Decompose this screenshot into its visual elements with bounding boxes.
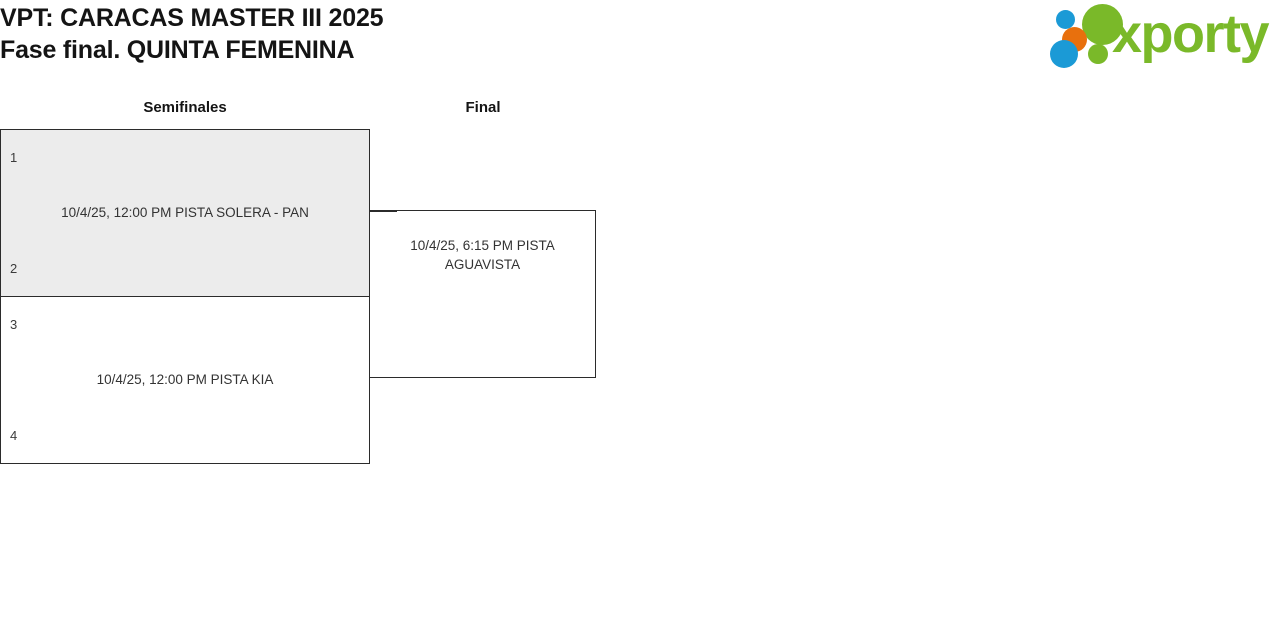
match-schedule-label: 10/4/25, 12:00 PM PISTA SOLERA - PAN (61, 205, 309, 220)
bracket-connector-top (369, 211, 397, 212)
logo-dot-green-large-icon (1082, 4, 1123, 45)
match-schedule-label: 10/4/25, 12:00 PM PISTA KIA (96, 372, 274, 387)
seed-number-top: 1 (10, 150, 18, 165)
tournament-subtitle: Fase final. QUINTA FEMENINA (0, 36, 355, 64)
round-header-semifinales: Semifinales (143, 99, 227, 116)
match-card-semifinal-2[interactable]: 3 10/4/25, 12:00 PM PISTA KIA 4 (0, 296, 370, 464)
match-schedule-label: 10/4/25, 6:15 PM PISTA AGUAVISTA (410, 238, 555, 272)
seed-number-bottom: 2 (10, 261, 18, 276)
match-card-semifinal-1[interactable]: 1 10/4/25, 12:00 PM PISTA SOLERA - PAN 2 (0, 129, 370, 297)
xporty-logo[interactable]: xporty (1050, 4, 1276, 68)
logo-dot-blue-large-icon (1050, 40, 1078, 68)
match-card-final[interactable]: 10/4/25, 6:15 PM PISTA AGUAVISTA (369, 210, 596, 378)
seed-number-bottom: 4 (10, 428, 18, 443)
logo-dot-green-small-icon (1088, 44, 1108, 64)
seed-number-top: 3 (10, 317, 18, 332)
round-header-final: Final (465, 99, 501, 116)
tournament-title: VPT: CARACAS MASTER III 2025 (0, 4, 384, 32)
bracket-connector-bottom (369, 377, 397, 378)
page-header: VPT: CARACAS MASTER III 2025 Fase final.… (0, 0, 1280, 78)
xporty-logo-mark-icon (1050, 4, 1123, 68)
logo-dot-blue-small-icon (1056, 10, 1075, 29)
page-title: VPT: CARACAS MASTER III 2025 Fase final.… (0, 2, 384, 66)
xporty-wordmark: xporty (1112, 4, 1270, 64)
